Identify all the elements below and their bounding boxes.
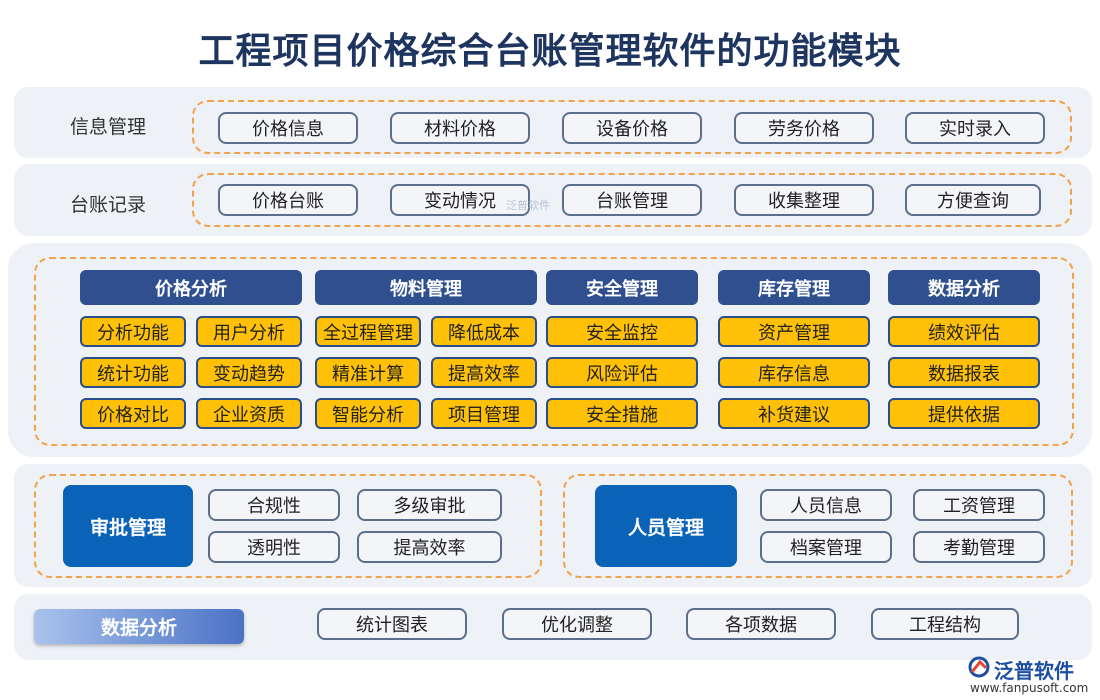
module-item-project-management[interactable]: 项目管理 xyxy=(431,398,537,429)
data-item-various-data[interactable]: 各项数据 xyxy=(686,608,836,640)
ledger-item-change-status[interactable]: 变动情况 xyxy=(390,184,530,216)
personnel-item-staff-info[interactable]: 人员信息 xyxy=(760,489,892,521)
module-item-performance-evaluation[interactable]: 绩效评估 xyxy=(888,316,1040,347)
info-item-price-info[interactable]: 价格信息 xyxy=(218,112,358,144)
data-item-statistical-charts[interactable]: 统计图表 xyxy=(317,608,467,640)
module-item-reduce-cost[interactable]: 降低成本 xyxy=(431,316,537,347)
module-item-inventory-info[interactable]: 库存信息 xyxy=(718,357,870,388)
info-item-realtime-entry[interactable]: 实时录入 xyxy=(905,112,1045,144)
module-item-change-trend[interactable]: 变动趋势 xyxy=(196,357,302,388)
module-item-statistics-function[interactable]: 统计功能 xyxy=(80,357,186,388)
approval-dashed-group xyxy=(34,474,542,578)
module-item-enterprise-qualification[interactable]: 企业资质 xyxy=(196,398,302,429)
module-header-data-analysis: 数据分析 xyxy=(888,270,1040,305)
data-analysis-button[interactable]: 数据分析 xyxy=(34,609,244,644)
module-item-safety-measures[interactable]: 安全措施 xyxy=(546,398,698,429)
module-item-risk-assessment[interactable]: 风险评估 xyxy=(546,357,698,388)
approval-item-transparency[interactable]: 透明性 xyxy=(208,531,340,563)
module-item-provide-basis[interactable]: 提供依据 xyxy=(888,398,1040,429)
personnel-dashed-group xyxy=(563,474,1073,578)
module-header-price-analysis: 价格分析 xyxy=(80,270,302,305)
ledger-item-collect-organize[interactable]: 收集整理 xyxy=(734,184,874,216)
module-item-analysis-function[interactable]: 分析功能 xyxy=(80,316,186,347)
module-item-precise-calculation[interactable]: 精准计算 xyxy=(315,357,421,388)
module-item-smart-analysis[interactable]: 智能分析 xyxy=(315,398,421,429)
module-item-price-comparison[interactable]: 价格对比 xyxy=(80,398,186,429)
module-item-data-report[interactable]: 数据报表 xyxy=(888,357,1040,388)
module-item-safety-monitoring[interactable]: 安全监控 xyxy=(546,316,698,347)
ledger-item-easy-query[interactable]: 方便查询 xyxy=(905,184,1041,216)
info-dashed-group xyxy=(192,100,1072,154)
personnel-management-box[interactable]: 人员管理 xyxy=(595,485,737,567)
module-item-replenishment-advice[interactable]: 补货建议 xyxy=(718,398,870,429)
modules-dashed-group xyxy=(34,257,1074,446)
info-item-labor-price[interactable]: 劳务价格 xyxy=(734,112,874,144)
fanpu-logo-icon xyxy=(968,656,990,678)
module-item-improve-efficiency[interactable]: 提高效率 xyxy=(431,357,537,388)
ledger-item-price-ledger[interactable]: 价格台账 xyxy=(218,184,358,216)
personnel-item-payroll-management[interactable]: 工资管理 xyxy=(913,489,1045,521)
logo-url[interactable]: www.fanpusoft.com xyxy=(970,681,1089,695)
ledger-item-ledger-management[interactable]: 台账管理 xyxy=(562,184,702,216)
personnel-item-attendance-management[interactable]: 考勤管理 xyxy=(913,531,1045,563)
logo-text: 泛普软件 xyxy=(994,659,1074,683)
ledger-label: 台账记录 xyxy=(70,194,147,216)
module-header-material-management: 物料管理 xyxy=(315,270,537,305)
watermark: 泛普软件 xyxy=(506,199,550,212)
approval-item-compliance[interactable]: 合规性 xyxy=(208,489,340,521)
module-item-user-analysis[interactable]: 用户分析 xyxy=(196,316,302,347)
approval-management-box[interactable]: 审批管理 xyxy=(63,485,193,567)
ledger-dashed-group xyxy=(192,173,1072,227)
approval-personnel-panel xyxy=(14,464,1092,587)
data-item-engineering-structure[interactable]: 工程结构 xyxy=(871,608,1019,640)
approval-item-multilevel-approval[interactable]: 多级审批 xyxy=(357,489,502,521)
approval-item-improve-efficiency[interactable]: 提高效率 xyxy=(357,531,502,563)
data-item-optimize-adjust[interactable]: 优化调整 xyxy=(502,608,652,640)
personnel-item-archive-management[interactable]: 档案管理 xyxy=(760,531,892,563)
module-item-asset-management[interactable]: 资产管理 xyxy=(718,316,870,347)
info-item-material-price[interactable]: 材料价格 xyxy=(390,112,530,144)
page-title: 工程项目价格综合台账管理软件的功能模块 xyxy=(198,30,902,72)
module-header-safety-management: 安全管理 xyxy=(546,270,698,305)
module-header-inventory-management: 库存管理 xyxy=(718,270,870,305)
info-label: 信息管理 xyxy=(70,116,147,138)
info-item-equipment-price[interactable]: 设备价格 xyxy=(562,112,702,144)
module-item-full-process-management[interactable]: 全过程管理 xyxy=(315,316,421,347)
